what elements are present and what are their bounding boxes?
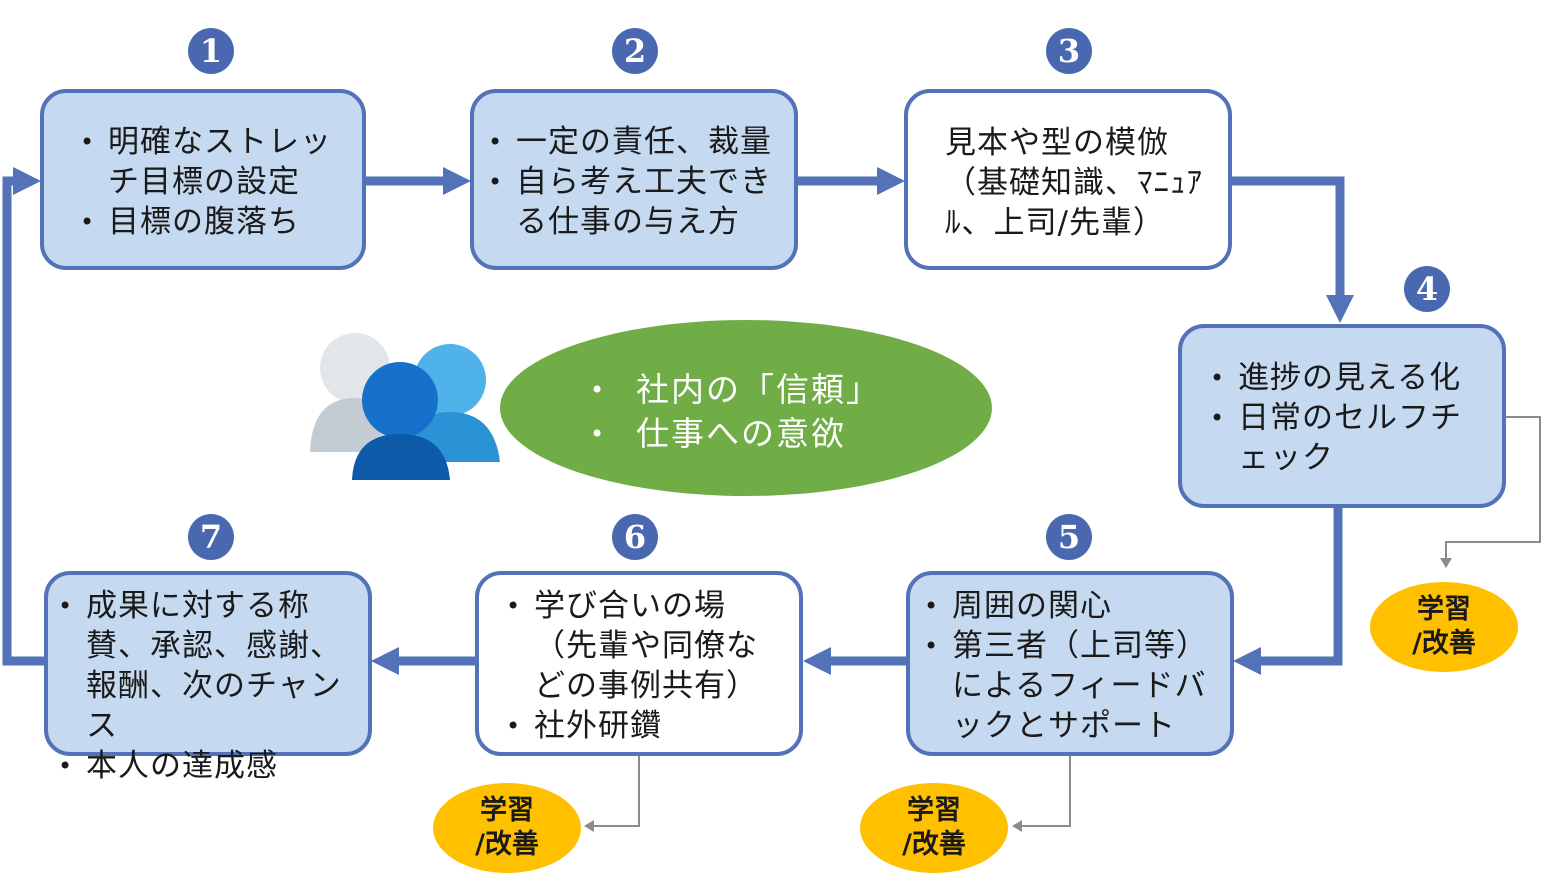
- step-7-item: 本人の達成感: [52, 746, 370, 786]
- learning-badge-line1: 学習: [1417, 594, 1471, 625]
- step-1-item: 明確なストレッチ目標の設定: [74, 122, 358, 202]
- learning-badge-line1: 学習: [907, 795, 961, 826]
- arrowhead-2: [443, 167, 471, 195]
- step-5-item: 第三者（上司等）によるフィードバックとサポート: [918, 626, 1230, 746]
- learning-badge-line2: /改善: [475, 829, 539, 860]
- center-item-trust: 社内の「信頼」: [590, 368, 881, 412]
- learning-badge-line2: /改善: [1412, 628, 1476, 659]
- step-7-item: 成果に対する称賛、承認、感謝、報酬、次のチャンス: [52, 586, 370, 746]
- step-7-number: 7: [188, 514, 234, 560]
- step-5-list: 周囲の関心 第三者（上司等）によるフィードバックとサポート: [918, 586, 1230, 746]
- step-1-list: 明確なストレッチ目標の設定 目標の腹落ち: [74, 122, 358, 242]
- step-3-box: [904, 89, 1232, 270]
- step-3-number: 3: [1046, 28, 1092, 74]
- step-6-item: 学び合いの場（先輩や同僚などの事例共有）: [500, 586, 784, 706]
- step-4-item: 進捗の見える化: [1204, 358, 1474, 398]
- feedback-arrowhead-6: [584, 820, 594, 832]
- people-icon: [310, 333, 500, 480]
- arrowhead-5: [1233, 647, 1261, 675]
- step-2-number: 2: [612, 28, 658, 74]
- arrowhead-4: [1326, 295, 1354, 323]
- arrow-7-to-1: [2, 176, 45, 666]
- feedback-line-4: [1445, 416, 1541, 560]
- step-4-item: 日常のセルフチェック: [1204, 398, 1474, 478]
- step-2-item: 自ら考え工夫できる仕事の与え方: [482, 162, 794, 242]
- step-6-number: 6: [612, 514, 658, 560]
- learning-badge-step-6: 学習 /改善: [433, 783, 581, 873]
- step-2-item: 一定の責任、裁量: [482, 122, 794, 162]
- step-2-list: 一定の責任、裁量 自ら考え工夫できる仕事の与え方: [482, 122, 794, 242]
- step-5-item: 周囲の関心: [918, 586, 1230, 626]
- center-item-motivation: 仕事への意欲: [590, 412, 881, 456]
- step-6-item: 社外研鑽: [500, 706, 784, 746]
- step-3-text: 見本や型の模倣（基礎知識、ﾏﾆｭｱﾙ、上司/先輩）: [945, 125, 1203, 241]
- learning-badge-step-5: 学習 /改善: [860, 783, 1008, 873]
- step-5-number: 5: [1046, 514, 1092, 560]
- step-6-list: 学び合いの場（先輩や同僚などの事例共有） 社外研鑽: [500, 586, 784, 746]
- arrowhead-1: [13, 167, 41, 195]
- step-1-item: 目標の腹落ち: [74, 202, 358, 242]
- step-1-number: 1: [188, 28, 234, 74]
- feedback-arrowhead-4: [1440, 558, 1452, 568]
- center-list: 社内の「信頼」 仕事への意欲: [590, 368, 881, 456]
- arrowhead-3: [877, 167, 905, 195]
- step-4-number: 4: [1404, 266, 1450, 312]
- learning-badge-step-4: 学習 /改善: [1370, 582, 1518, 672]
- arrow-4-to-5: [1258, 506, 1343, 666]
- feedback-line-6: [592, 754, 640, 827]
- learning-badge-line1: 学習: [480, 795, 534, 826]
- arrowhead-6: [803, 647, 831, 675]
- arrowhead-7: [371, 647, 399, 675]
- step-7-list: 成果に対する称賛、承認、感謝、報酬、次のチャンス 本人の達成感: [52, 586, 370, 786]
- step-4-list: 進捗の見える化 日常のセルフチェック: [1204, 358, 1474, 478]
- feedback-arrowhead-5: [1012, 820, 1022, 832]
- arrow-3-to-4: [1230, 176, 1345, 298]
- learning-badge-line2: /改善: [902, 829, 966, 860]
- feedback-line-5: [1020, 754, 1071, 827]
